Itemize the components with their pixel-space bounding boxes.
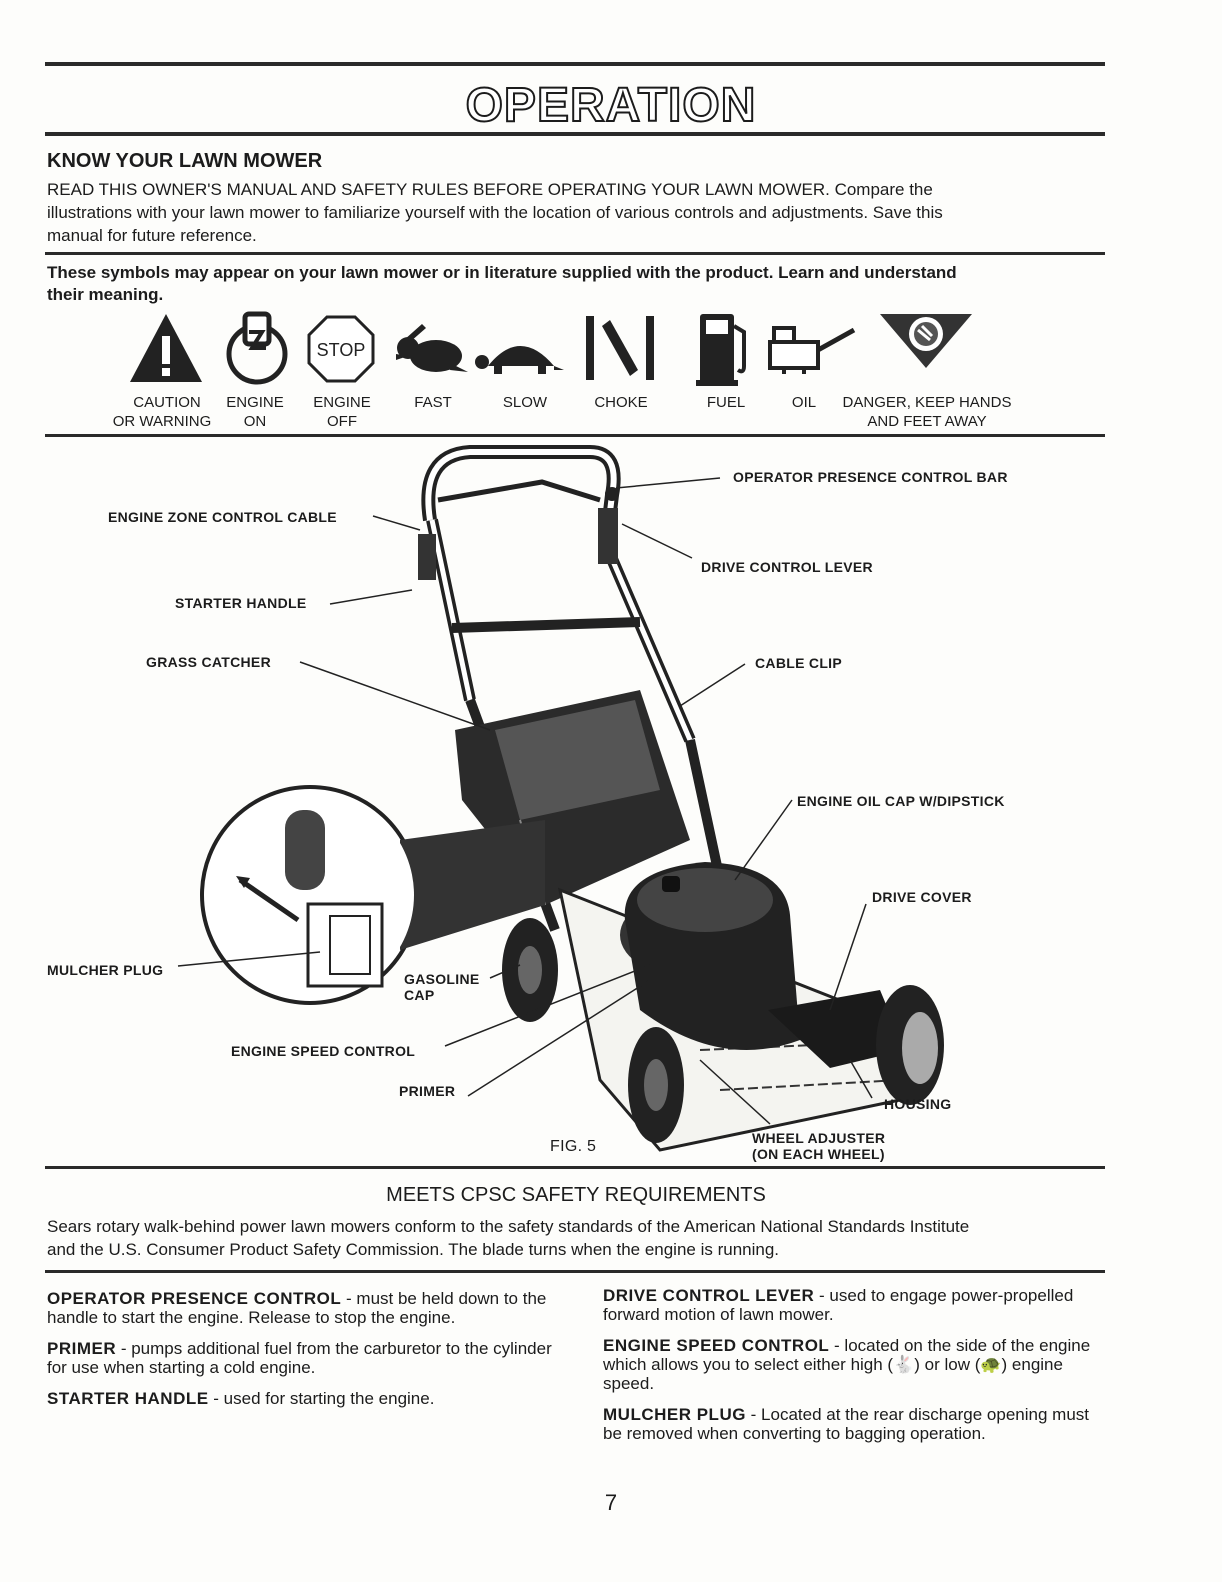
- callout-gasoline-cap-1: GASOLINE: [404, 971, 480, 987]
- top-rule: [45, 62, 1105, 66]
- oil-can-icon: [768, 326, 856, 374]
- callout-engine-speed-control: ENGINE SPEED CONTROL: [231, 1043, 416, 1059]
- callout-cable-clip: CABLE CLIP: [755, 655, 842, 671]
- engine-on-icon: [226, 311, 288, 385]
- rabbit-icon: [396, 324, 468, 372]
- callout-drive-control-lever: DRIVE CONTROL LEVER: [701, 559, 873, 575]
- def-drive-control-lever: DRIVE CONTROL LEVER - used to engage pow…: [603, 1286, 1074, 1324]
- label-caution-2: OR WARNING: [112, 413, 212, 430]
- callout-drive-cover: DRIVE COVER: [872, 889, 972, 905]
- cpsc-line-1: Sears rotary walk-behind power lawn mowe…: [47, 1217, 970, 1236]
- cpsc-rule: [45, 1166, 1105, 1169]
- symbols-rule: [45, 252, 1105, 255]
- callout-starter-handle: STARTER HANDLE: [175, 595, 307, 611]
- def-engine-speed-control: ENGINE SPEED CONTROL - located on the si…: [603, 1336, 1091, 1393]
- symbol-row: STOP: [0, 308, 1222, 392]
- know-line-1: READ THIS OWNER'S MANUAL AND SAFETY RULE…: [47, 180, 933, 199]
- callout-grass-catcher: GRASS CATCHER: [146, 654, 271, 670]
- label-engine-off-2: OFF: [327, 413, 357, 430]
- callout-engine-zone-control-cable: ENGINE ZONE CONTROL CABLE: [108, 509, 337, 525]
- engine-off-stop-icon: STOP: [307, 315, 375, 383]
- turtle-icon: [475, 346, 564, 374]
- svg-text:STOP: STOP: [317, 340, 366, 360]
- label-keep-away-2: AND FEET AWAY: [867, 413, 987, 430]
- page-number: 7: [604, 1490, 618, 1515]
- know-heading: KNOW YOUR LAWN MOWER: [47, 150, 323, 172]
- definitions-rule: [45, 1270, 1105, 1273]
- fuel-pump-icon: [696, 314, 746, 386]
- definitions-right: DRIVE CONTROL LEVER - used to engage pow…: [603, 1286, 1108, 1455]
- callout-housing: HOUSING: [884, 1096, 952, 1112]
- callout-gasoline-cap-2: CAP: [404, 987, 435, 1003]
- label-caution-1: CAUTION: [133, 394, 201, 411]
- label-engine-on-2: ON: [243, 413, 267, 430]
- know-line-2: illustrations with your lawn mower to fa…: [47, 203, 943, 222]
- callout-wheel-adjuster-1: WHEEL ADJUSTER: [752, 1130, 886, 1146]
- lawn-mower-illustration: [177, 445, 944, 1152]
- title-rule: [45, 132, 1105, 136]
- label-engine-off-1: ENGINE: [313, 394, 371, 411]
- label-fuel: FUEL: [706, 394, 746, 411]
- label-keep-away-1: DANGER, KEEP HANDS: [842, 394, 1012, 411]
- figure-top-rule: [45, 434, 1105, 437]
- choke-icon: [586, 316, 654, 380]
- cpsc-heading: MEETS CPSC SAFETY REQUIREMENTS: [386, 1184, 766, 1206]
- label-engine-on-1: ENGINE: [226, 394, 284, 411]
- def-primer: PRIMER - pumps additional fuel from the …: [47, 1339, 552, 1377]
- callout-engine-oil-cap: ENGINE OIL CAP W/DIPSTICK: [797, 793, 1005, 809]
- callout-wheel-adjuster-2: (ON EACH WHEEL): [752, 1146, 885, 1162]
- page-title: OPERATION: [465, 78, 757, 133]
- callout-primer: PRIMER: [399, 1083, 456, 1099]
- label-slow: SLOW: [502, 394, 548, 411]
- callout-mulcher-plug: MULCHER PLUG: [47, 962, 164, 978]
- definitions-left: OPERATOR PRESENCE CONTROL - must be held…: [47, 1289, 552, 1420]
- cpsc-line-2: and the U.S. Consumer Product Safety Com…: [47, 1240, 780, 1259]
- know-line-3: manual for future reference.: [47, 226, 257, 245]
- symbols-intro-1: These symbols may appear on your lawn mo…: [47, 263, 957, 282]
- symbols-intro-2: their meaning.: [47, 285, 164, 304]
- label-choke: CHOKE: [594, 394, 648, 411]
- def-mulcher-plug: MULCHER PLUG - Located at the rear disch…: [603, 1405, 1089, 1443]
- def-operator-presence-control: OPERATOR PRESENCE CONTROL - must be held…: [47, 1289, 547, 1327]
- def-starter-handle: STARTER HANDLE - used for starting the e…: [47, 1389, 435, 1408]
- figure-caption: FIG. 5: [550, 1138, 597, 1155]
- callout-operator-presence-control-bar: OPERATOR PRESENCE CONTROL BAR: [733, 469, 1008, 485]
- caution-triangle-icon: [130, 314, 202, 382]
- label-oil: OIL: [791, 394, 817, 411]
- keep-hands-away-icon: [880, 314, 972, 368]
- label-fast: FAST: [414, 394, 452, 411]
